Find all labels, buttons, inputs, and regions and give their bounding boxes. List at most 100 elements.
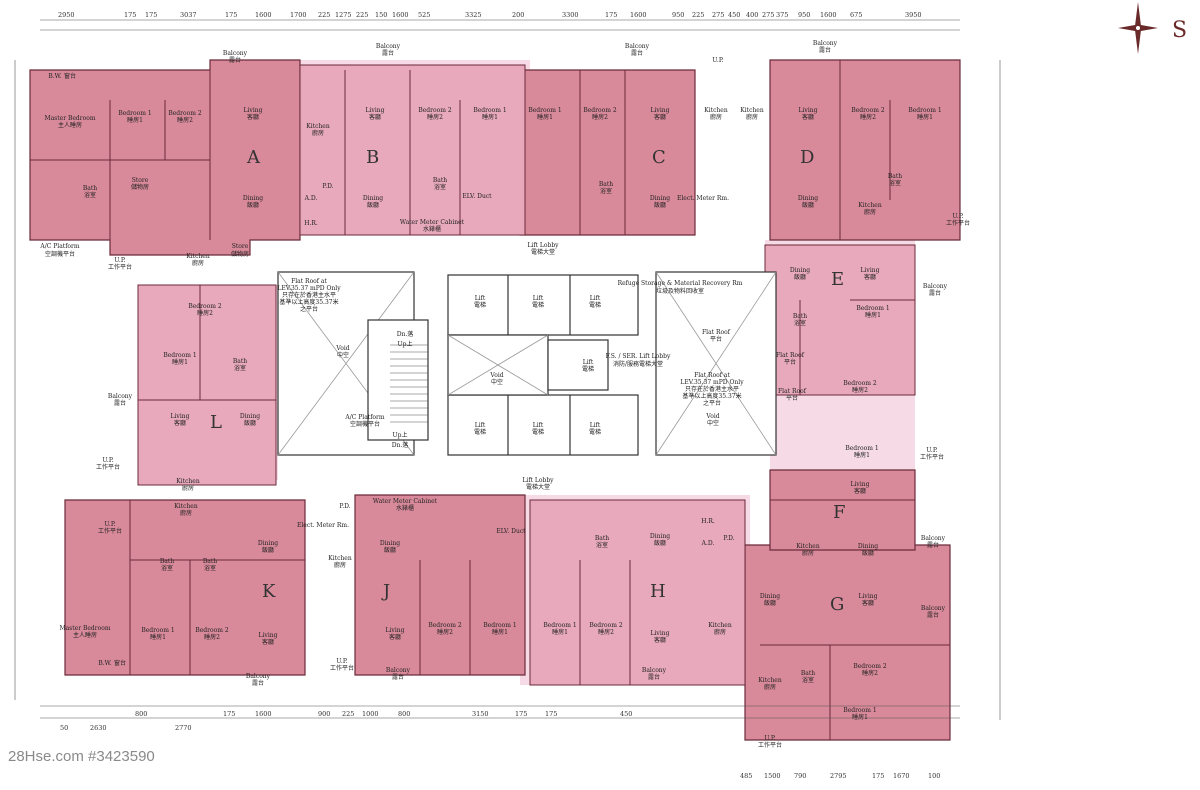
dim-top-2: 175 — [145, 11, 157, 19]
label-bedroom2-d: Bedroom 2 — [851, 107, 884, 114]
label-bath-h: Bath — [595, 535, 609, 542]
dim-top-28: 3950 — [905, 11, 922, 19]
label-bedroom2-d-cn: 睡房2 — [860, 113, 876, 121]
label-balcony-c-cn: 露台 — [631, 49, 643, 57]
label-balcony-c: Balcony — [625, 43, 650, 50]
label-bath-a-cn: 浴室 — [84, 191, 96, 199]
label-bedroom2-l-cn: 睡房2 — [197, 309, 213, 317]
label-bath-k-cn: 浴室 — [161, 564, 173, 572]
dim-top-11: 1600 — [392, 11, 409, 19]
label-balcony-g: Balcony — [921, 605, 946, 612]
label-lift-5: Lift — [533, 422, 544, 429]
unit-f-block — [769, 469, 916, 551]
label-bath-d-cn: 浴室 — [889, 179, 901, 187]
label-up-l: U.P. — [102, 457, 113, 464]
unit-h-block — [529, 499, 746, 686]
label-balcony-a-cn: 露台 — [229, 56, 241, 64]
label-bath-g-cn: 浴室 — [802, 676, 814, 684]
label-balcony-a: Balcony — [223, 50, 248, 57]
label-balcony-d-cn: 露台 — [819, 46, 831, 54]
unit-letters: A B C D E F G H J K L — [210, 147, 846, 615]
unit-letter-b: B — [366, 147, 379, 168]
dim-top-23: 275 — [762, 11, 774, 19]
label-master-k-cn: 主人睡房 — [73, 631, 97, 639]
unit-blocks — [29, 59, 961, 741]
label-living-b-cn: 客廳 — [369, 113, 381, 121]
label-bedroom2-g: Bedroom 2 — [853, 663, 886, 670]
label-lift-lobby-bottom-cn: 電梯大堂 — [526, 483, 550, 491]
label-store-a2-cn: 儲物房 — [231, 250, 249, 258]
label-lift-lobby-top-cn: 電梯大堂 — [531, 248, 555, 256]
lift-bank-bottom — [447, 394, 639, 456]
unit-l-block — [137, 284, 277, 486]
label-bedroom2-e-cn: 睡房2 — [852, 386, 868, 394]
label-pd-h: P.D. — [723, 535, 734, 542]
label-dining-j: Dining — [380, 540, 400, 547]
label-void-right: Void — [705, 413, 719, 420]
label-living-c: Living — [651, 107, 670, 114]
label-bath-c: Bath — [599, 181, 613, 188]
label-bedroom2-h-cn: 睡房2 — [598, 628, 614, 636]
label-ac-platform-cn: 空調機平台 — [45, 250, 75, 258]
label-kitchen-c: Kitchen — [704, 107, 728, 114]
label-up-k: U.P. — [104, 521, 115, 528]
label-kitchen-g-cn: 廚房 — [764, 683, 776, 691]
unit-letter-k: K — [262, 581, 276, 602]
label-kitchen-k: Kitchen — [174, 503, 198, 510]
label-lift-lobby-bottom: Lift Lobby — [522, 477, 554, 484]
label-bedroom2-a: Bedroom 2 — [168, 110, 201, 117]
label-kitchen-j: Kitchen — [328, 555, 352, 562]
label-bedroom1-h-cn: 睡房1 — [552, 628, 568, 636]
label-kitchen-b: Kitchen — [306, 123, 330, 130]
core-labels: Lift 電梯 Lift 電梯 Lift 電梯 Lift 電梯 Lift 電梯 … — [277, 242, 744, 491]
label-living-f-cn: 客廳 — [854, 487, 866, 495]
label-master-a: Master Bedroom — [44, 115, 95, 122]
label-kitchen-b-cn: 廚房 — [312, 129, 324, 137]
label-bedroom2-a-cn: 睡房2 — [177, 116, 193, 124]
label-store-a-cn: 儲物房 — [131, 183, 149, 191]
label-balcony-j: Balcony — [386, 667, 411, 674]
dim-bottom-3: 2770 — [175, 724, 192, 732]
label-living-l-cn: 客廳 — [174, 419, 186, 427]
label-lift-7: Lift — [583, 359, 594, 366]
unit-e-block — [764, 244, 916, 396]
dim-bottom: 50 2630 800 2770 175 1600 900 225 1000 8… — [60, 710, 940, 780]
stair-treads — [390, 344, 428, 423]
label-lift-4: Lift — [475, 422, 486, 429]
label-dining-a: Dining — [243, 195, 263, 202]
label-bedroom1-c-cn: 睡房1 — [537, 113, 553, 121]
label-bedroom1-l: Bedroom 1 — [163, 352, 196, 359]
dim-bottom-14: 485 — [740, 772, 752, 780]
label-kitchen-d2-cn: 廚房 — [864, 208, 876, 216]
label-flatroof-note-2: LEV.35.37 mPD Only — [277, 285, 341, 292]
label-lift-3: Lift — [590, 295, 601, 302]
label-flat-roof-e-cn: 平台 — [784, 358, 796, 366]
label-up-f-cn: 工作平台 — [920, 453, 944, 461]
label-bath-b: Bath — [433, 177, 447, 184]
label-bath-a: Bath — [83, 185, 97, 192]
label-bedroom2-e: Bedroom 2 — [843, 380, 876, 387]
label-ac-platform-core: A/C Platform — [344, 414, 384, 421]
label-lift-2-cn: 電梯 — [532, 301, 544, 309]
label-elv-duct-h: ELV. Duct — [496, 528, 526, 535]
label-flatroof-note-1: Flat Roof at — [291, 278, 327, 285]
label-balcony-f-cn: 露台 — [927, 541, 939, 549]
label-living-a-cn: 客廳 — [247, 113, 259, 121]
unit-letter-d: D — [800, 147, 814, 168]
unit-letter-c: C — [652, 147, 666, 168]
label-flatroof-note-1b: Flat Roof at — [694, 372, 730, 379]
label-kitchen-d: Kitchen — [740, 107, 764, 114]
label-kitchen-c-cn: 廚房 — [710, 113, 722, 121]
label-ac-platform-core-cn: 空調機平台 — [350, 420, 380, 428]
label-water-meter-b: Water Meter Cabinet — [400, 219, 465, 226]
label-ad-h: A.D. — [701, 540, 715, 547]
label-bedroom1-b-cn: 睡房1 — [482, 113, 498, 121]
label-store-a2: Store — [232, 243, 249, 250]
label-flatroof-note-4: 基準以上高度35.37米 — [279, 298, 338, 306]
unit-letter-h: H — [650, 581, 666, 602]
label-up-d: U.P. — [952, 213, 963, 220]
label-fs-ser-cn: 消防/服務電梯大堂 — [613, 360, 663, 368]
label-flat-roof-e2-cn: 平台 — [786, 394, 798, 402]
label-flat-roof-core: Flat Roof — [702, 329, 731, 336]
label-bedroom1-g: Bedroom 1 — [843, 707, 876, 714]
